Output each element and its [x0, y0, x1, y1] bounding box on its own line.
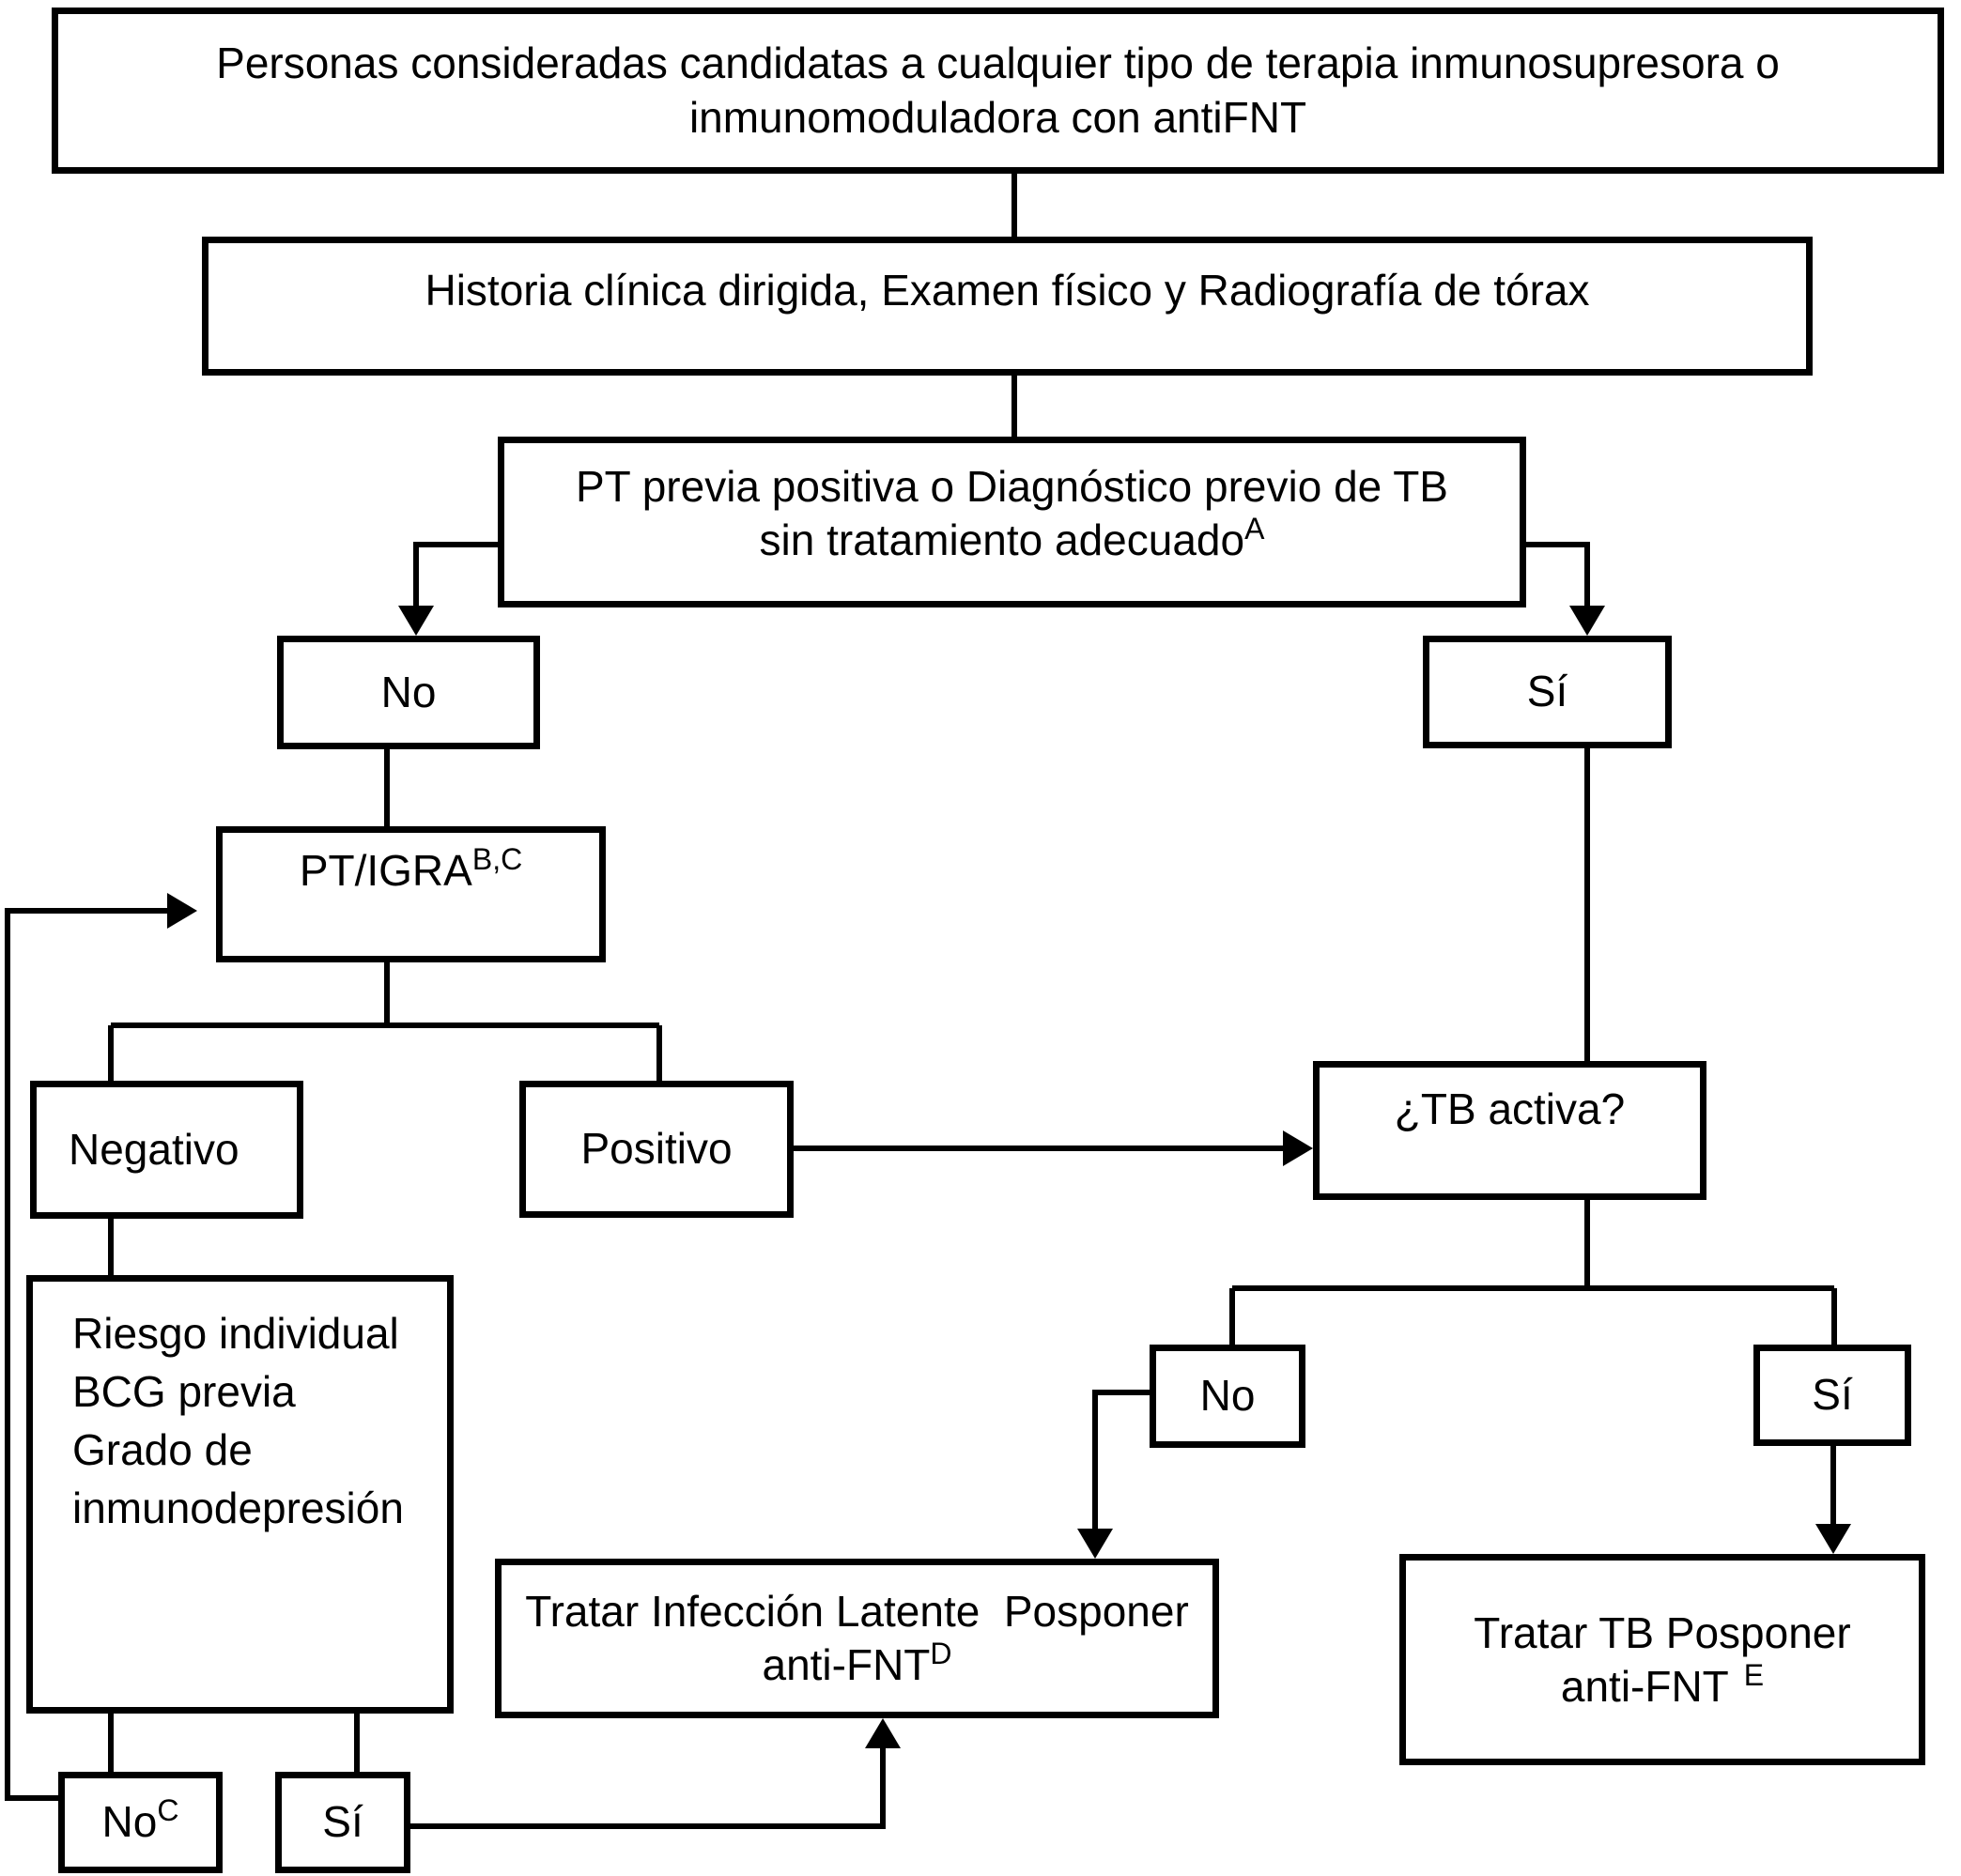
- node-no-first: No: [277, 636, 540, 749]
- node-candidates: Personas consideradas candidatas a cualq…: [52, 8, 1944, 174]
- node-si-tbactiva: Sí: [1753, 1345, 1911, 1446]
- node-tb-activa-label: ¿TB activa?: [1394, 1084, 1626, 1133]
- node-pt-previa-superscript: A: [1244, 512, 1265, 546]
- connector-ptprevia-no: [413, 542, 498, 610]
- node-pt-previa-label: PT previa positiva o Diagnóstico previo …: [576, 460, 1448, 567]
- node-tratar-tb-line2: anti-FNT E: [1474, 1660, 1850, 1714]
- node-pt-igra-superscript: B,C: [471, 842, 523, 876]
- node-candidates-line2: inmunomoduladora con antiFNT: [688, 92, 1307, 142]
- node-no-retest-superscript: C: [157, 1793, 179, 1828]
- node-no-retest-text: No: [101, 1797, 158, 1847]
- arrowhead-into-tratartb: [1815, 1524, 1851, 1554]
- node-tratar-tb-line2-text: anti-FNT: [1560, 1661, 1729, 1711]
- node-no-tbactiva: No: [1150, 1345, 1305, 1448]
- node-no-retest-label: NoC: [102, 1795, 179, 1849]
- node-negativo-label: Negativo: [69, 1124, 239, 1174]
- node-tratar-tb-line1: Tratar TB Posponer: [1474, 1607, 1851, 1657]
- arrowhead-into-tbactiva: [1283, 1130, 1313, 1166]
- arrowhead-into-no1: [398, 606, 434, 636]
- node-negativo: Negativo: [30, 1081, 303, 1219]
- node-tratar-latente-superscript: D: [930, 1637, 952, 1670]
- connector-noc-feedback-ptigra: [5, 908, 170, 1801]
- node-no-retest: NoC: [58, 1772, 223, 1873]
- node-no-tbactiva-label: No: [1199, 1371, 1256, 1421]
- node-tratar-latente-line2: anti-FNTD: [525, 1638, 1189, 1692]
- arrowhead-into-ptigra: [167, 893, 197, 929]
- connector-no2-tratarlatente: [1092, 1390, 1150, 1531]
- node-si-first: Sí: [1423, 636, 1672, 748]
- node-workup: Historia clínica dirigida, Examen físico…: [202, 237, 1813, 376]
- node-riesgo-line3: Grado de: [72, 1425, 253, 1474]
- node-riesgo-line2: BCG previa: [72, 1367, 296, 1416]
- node-si-first-label: Sí: [1526, 667, 1568, 716]
- node-riesgo-line1: Riesgo individual: [72, 1309, 399, 1358]
- node-pt-igra-label: PT/IGRAB,C: [300, 844, 522, 898]
- node-tratar-latente-label: Tratar Infección Latente Posponer anti-F…: [525, 1585, 1189, 1692]
- node-riesgo: Riesgo individual BCG previa Grado de in…: [26, 1275, 454, 1714]
- node-tratar-latente-line2-text: anti-FNT: [762, 1640, 931, 1689]
- node-pt-previa-line2-text: sin tratamiento adecuado: [759, 515, 1245, 565]
- arrowhead-into-tratarlatente-bottom: [865, 1718, 901, 1748]
- node-si-tbactiva-label: Sí: [1812, 1370, 1853, 1420]
- node-positivo-label: Positivo: [580, 1124, 733, 1174]
- node-workup-label: Historia clínica dirigida, Examen físico…: [425, 266, 1590, 315]
- node-pt-igra: PT/IGRAB,C: [216, 826, 606, 962]
- node-pt-previa-line1: PT previa positiva o Diagnóstico previo …: [575, 462, 1448, 511]
- arrowhead-into-si1: [1569, 606, 1605, 636]
- node-si-retest-label: Sí: [322, 1797, 363, 1847]
- node-si-retest: Sí: [275, 1772, 410, 1873]
- connector-ptprevia-si: [1526, 542, 1590, 610]
- connector-siretest-tratarlatente: [410, 1745, 886, 1829]
- node-tratar-latente-line1: Tratar Infección Latente Posponer: [525, 1587, 1189, 1636]
- node-pt-igra-text: PT/IGRA: [299, 846, 472, 895]
- node-tratar-tb-superscript: E: [1743, 1657, 1765, 1692]
- node-positivo: Positivo: [519, 1081, 794, 1218]
- node-riesgo-line4: inmunodepresión: [72, 1484, 404, 1532]
- node-candidates-line1: Personas consideradas candidatas a cualq…: [216, 38, 1780, 88]
- node-pt-previa: PT previa positiva o Diagnóstico previo …: [498, 437, 1526, 607]
- node-riesgo-label: Riesgo individual BCG previa Grado de in…: [72, 1304, 404, 1537]
- arrowhead-into-tratarlatente-top: [1077, 1529, 1113, 1559]
- node-tratar-tb-label: Tratar TB Posponer anti-FNT E: [1474, 1607, 1850, 1714]
- node-candidates-label: Personas consideradas candidatas a cualq…: [216, 37, 1780, 144]
- node-tratar-latente: Tratar Infección Latente Posponer anti-F…: [495, 1559, 1219, 1718]
- node-pt-previa-line2: sin tratamiento adecuadoA: [576, 514, 1448, 567]
- node-tratar-tb: Tratar TB Posponer anti-FNT E: [1399, 1554, 1925, 1765]
- node-tb-activa: ¿TB activa?: [1313, 1061, 1706, 1200]
- node-no-first-label: No: [380, 667, 437, 716]
